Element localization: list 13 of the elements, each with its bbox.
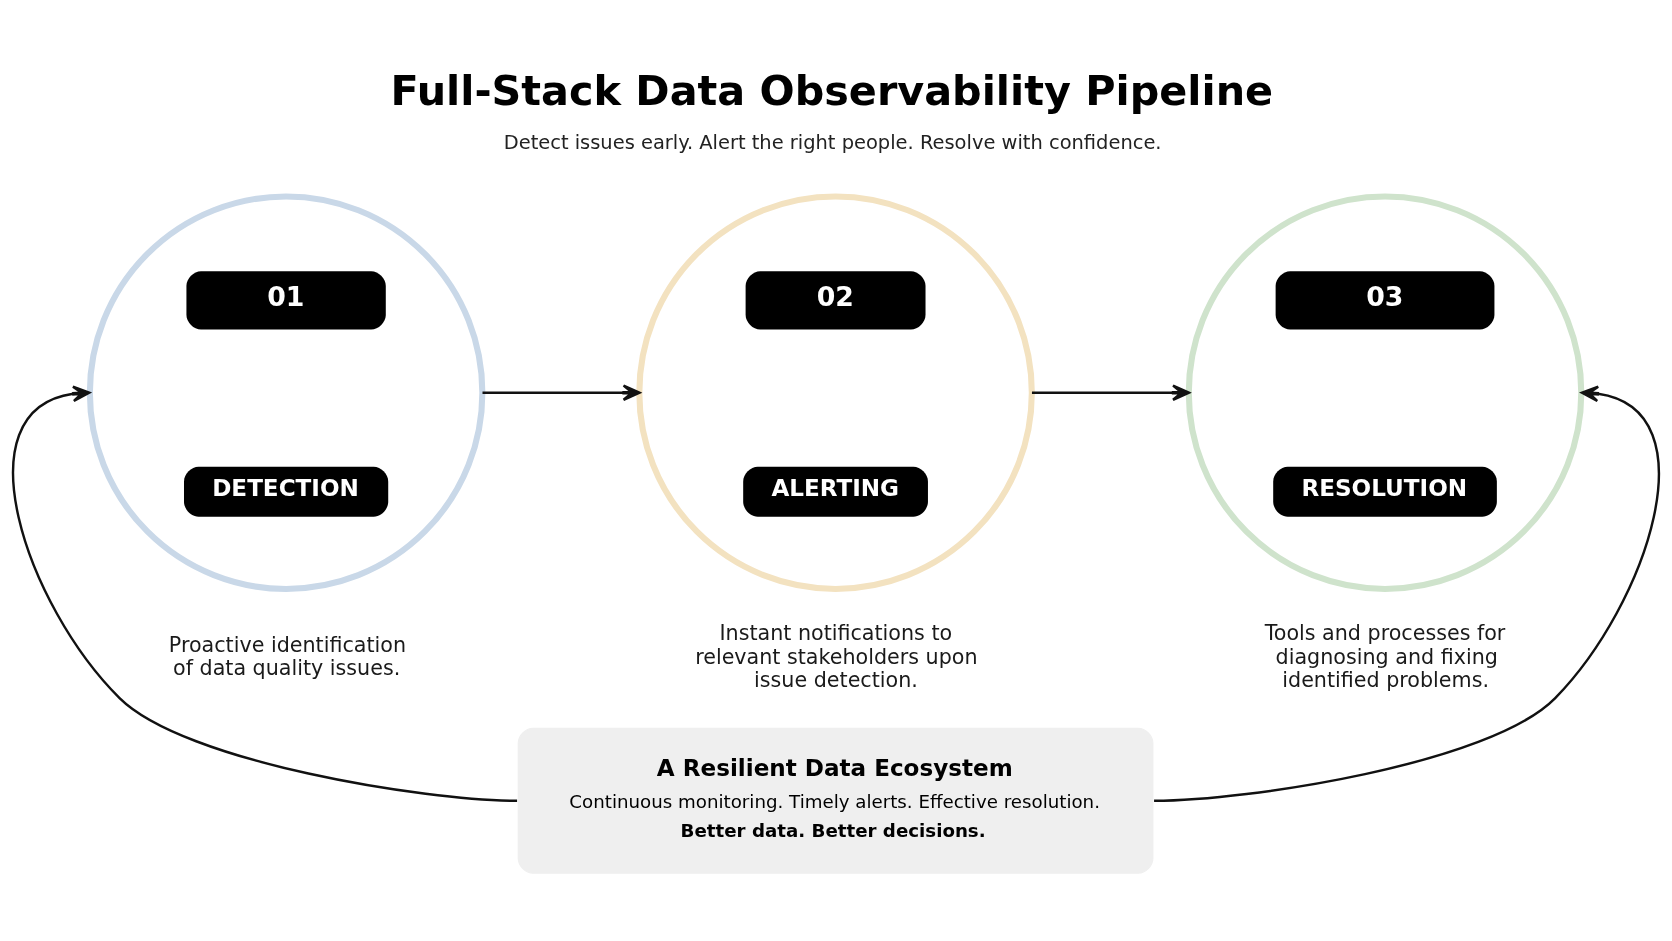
arrow bbox=[482, 384, 641, 402]
label: Detect issues early. Alert the right people. Resolve with confidence. bbox=[503, 131, 1162, 155]
node-label: Tools and processes for diagnosing and fixing identified problems. bbox=[1264, 621, 1506, 692]
node-box: A Resilient Data Ecosystem Continuous monitoring. Timely alerts. Effective resolution. Better data. Better decisions. bbox=[517, 727, 1154, 874]
node-circle: 03 RESOLUTION bbox=[1185, 193, 1585, 592]
node-circle: 01 DETECTION bbox=[86, 193, 486, 592]
diagram-title: Full-Stack Data Observability Pipeline bbox=[390, 66, 1274, 115]
node-label: Instant notifications to relevant stakeholders upon issue detection. bbox=[695, 621, 978, 692]
node-circle: 02 ALERTING bbox=[636, 193, 1035, 592]
node-label: Proactive identification of data quality issues. bbox=[168, 633, 407, 681]
arrow bbox=[1031, 384, 1191, 402]
arrow bbox=[1154, 385, 1660, 803]
arrow bbox=[12, 385, 518, 803]
